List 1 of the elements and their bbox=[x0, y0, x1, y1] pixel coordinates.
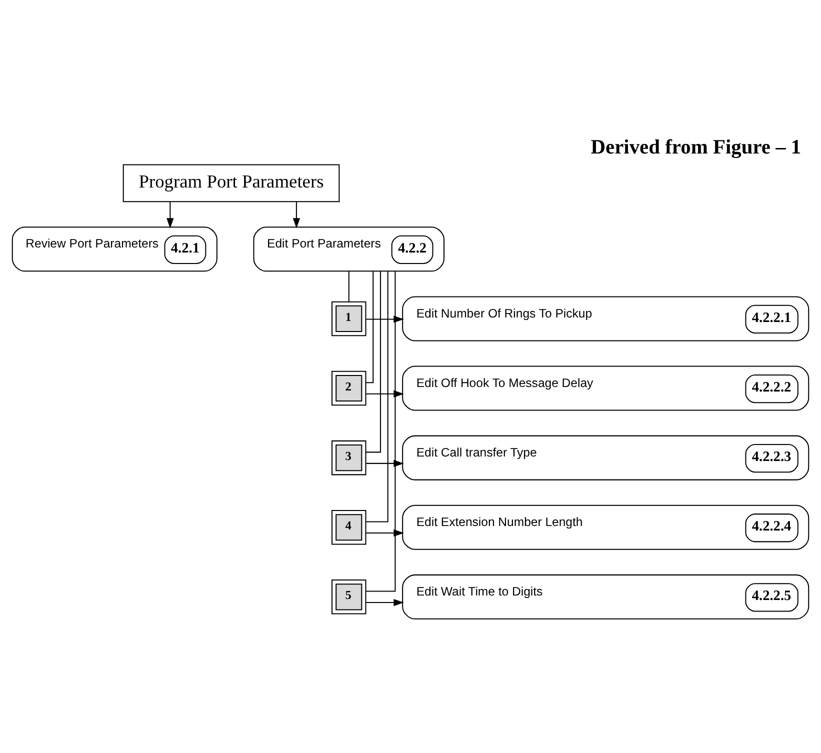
diagram-title: Derived from Figure – 1 bbox=[590, 136, 802, 159]
